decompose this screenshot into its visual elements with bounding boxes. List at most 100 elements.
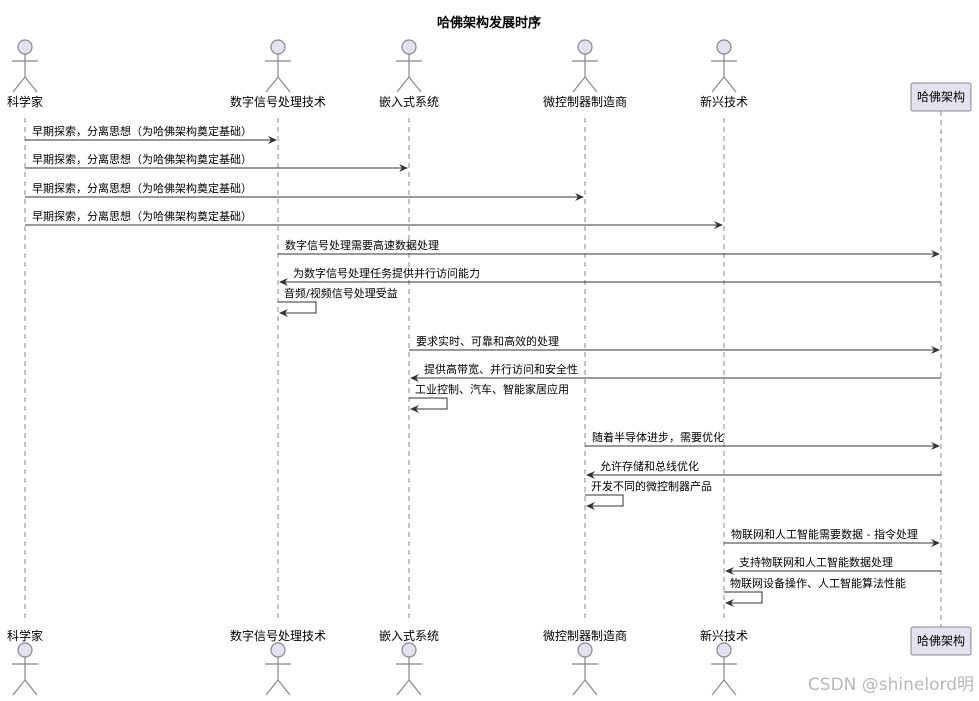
- actor-head: [577, 39, 593, 55]
- message-label: 物联网和人工智能需要数据 - 指令处理: [731, 527, 918, 541]
- message-label: 工业控制、汽车、智能家居应用: [415, 382, 569, 396]
- participant-box-label: 哈佛架构: [917, 633, 965, 648]
- participant-label: 数字信号处理技术: [230, 628, 326, 643]
- message: 支持物联网和人工智能数据处理: [725, 555, 941, 575]
- message: 物联网和人工智能需要数据 - 指令处理: [724, 527, 940, 547]
- message: 随着半导体进步，需要优化: [585, 430, 940, 450]
- actor-left-leg: [396, 679, 410, 696]
- participant-label: 数字信号处理技术: [230, 94, 326, 109]
- arrowhead: [725, 599, 734, 607]
- message-label: 早期探索，分离思想（为哈佛架构奠定基础）: [32, 124, 252, 138]
- arrowhead: [931, 346, 940, 354]
- self-message-line: [278, 301, 317, 314]
- actor-right-leg: [584, 679, 598, 696]
- actor-figure: [265, 39, 291, 93]
- message-label: 早期探索，分离思想（为哈佛架构奠定基础）: [32, 152, 252, 166]
- participants: 科学家科学家数字信号处理技术数字信号处理技术嵌入式系统嵌入式系统微控制器制造商微…: [7, 39, 972, 696]
- arrowhead: [931, 250, 940, 258]
- actor-left-leg: [12, 679, 26, 696]
- participant-label: 嵌入式系统: [379, 629, 439, 643]
- actor-figure: [396, 39, 422, 93]
- message-label: 随着半导体进步，需要优化: [592, 430, 724, 444]
- actor-right-leg: [723, 679, 737, 696]
- actor-right-leg: [277, 679, 291, 696]
- arrowhead: [586, 471, 595, 479]
- actor-right-leg: [408, 679, 422, 696]
- message: 早期探索，分离思想（为哈佛架构奠定基础）: [25, 124, 277, 144]
- arrowhead: [931, 539, 940, 547]
- message-label: 允许存储和总线优化: [600, 459, 699, 473]
- message: 要求实时、可靠和高效的处理: [409, 334, 940, 354]
- message: 早期探索，分离思想（为哈佛架构奠定基础）: [25, 209, 723, 229]
- arrowhead: [268, 136, 277, 144]
- participant-label: 微控制器制造商: [543, 628, 627, 643]
- message-label: 早期探索，分离思想（为哈佛架构奠定基础）: [32, 209, 252, 223]
- actor-head: [577, 642, 593, 658]
- actor-left-leg: [396, 76, 410, 93]
- actor-head: [401, 39, 417, 55]
- message-label: 提供高带宽、并行访问和安全性: [424, 362, 578, 376]
- arrowhead: [410, 374, 419, 382]
- participant-label: 新兴技术: [700, 94, 748, 109]
- arrowhead: [714, 221, 723, 229]
- message-label: 为数字信号处理任务提供并行访问能力: [293, 266, 480, 280]
- message: 工业控制、汽车、智能家居应用: [409, 382, 569, 413]
- participant-label: 微控制器制造商: [543, 94, 627, 109]
- arrowhead: [575, 193, 584, 201]
- actor-figure: [711, 642, 737, 696]
- actor-figure: [572, 39, 598, 93]
- actor-left-leg: [711, 76, 725, 93]
- arrowhead: [279, 309, 288, 317]
- message: 开发不同的微控制器产品: [585, 479, 712, 510]
- actor-head: [17, 642, 33, 658]
- self-message-line: [409, 397, 448, 410]
- actor-figure: [12, 39, 38, 93]
- actor-right-leg: [723, 76, 737, 93]
- actor-figure: [572, 642, 598, 696]
- actor-head: [716, 642, 732, 658]
- messages: 早期探索，分离思想（为哈佛架构奠定基础） 早期探索，分离思想（为哈佛架构奠定基础）…: [25, 124, 941, 607]
- message: 数字信号处理需要高速数据处理: [278, 238, 940, 258]
- participant-box: [910, 626, 972, 656]
- arrowhead: [410, 405, 419, 413]
- message: 音频/视频信号处理受益: [278, 286, 398, 317]
- actor-left-leg: [265, 76, 279, 93]
- actor-right-leg: [584, 76, 598, 93]
- message-label: 音频/视频信号处理受益: [284, 286, 398, 300]
- message: 提供高带宽、并行访问和安全性: [410, 362, 941, 382]
- arrowhead: [279, 278, 288, 286]
- actor-figure: [396, 642, 422, 696]
- message: 物联网设备操作、人工智能算法性能: [724, 576, 906, 607]
- actor-left-leg: [572, 679, 586, 696]
- actor-right-leg: [277, 76, 291, 93]
- actor-head: [17, 39, 33, 55]
- actor-right-leg: [408, 76, 422, 93]
- arrowhead: [931, 442, 940, 450]
- message: 早期探索，分离思想（为哈佛架构奠定基础）: [25, 181, 584, 201]
- message: 允许存储和总线优化: [586, 459, 941, 479]
- self-message-line: [585, 494, 624, 507]
- message-label: 早期探索，分离思想（为哈佛架构奠定基础）: [32, 181, 252, 195]
- arrowhead: [725, 567, 734, 575]
- participant-label: 科学家: [7, 628, 43, 643]
- message-label: 要求实时、可靠和高效的处理: [416, 334, 559, 348]
- self-message-line: [724, 591, 763, 604]
- actor-right-leg: [24, 679, 38, 696]
- actor-figure: [711, 39, 737, 93]
- actor-figure: [265, 642, 291, 696]
- participant-box-label: 哈佛架构: [917, 89, 965, 104]
- watermark: CSDN @shinelord明: [808, 675, 974, 695]
- actor-head: [716, 39, 732, 55]
- lifelines: [24, 111, 942, 627]
- participant-box: [910, 82, 972, 112]
- participant-label: 嵌入式系统: [379, 95, 439, 109]
- arrowhead: [586, 502, 595, 510]
- diagram-title: 哈佛架构发展时序: [437, 15, 541, 31]
- actor-head: [401, 642, 417, 658]
- actor-right-leg: [24, 76, 38, 93]
- actor-head: [270, 39, 286, 55]
- actor-head: [270, 642, 286, 658]
- message-label: 物联网设备操作、人工智能算法性能: [730, 576, 906, 590]
- participant-label: 新兴技术: [700, 628, 748, 643]
